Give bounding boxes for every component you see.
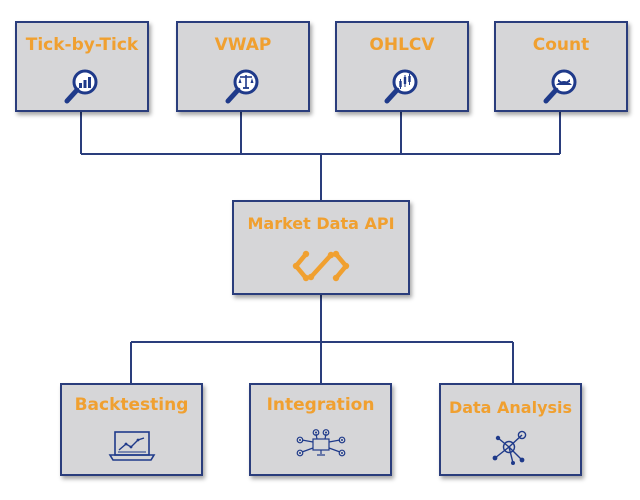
node-market-data-api: Market Data API [232, 200, 410, 295]
node-label: Backtesting [74, 395, 189, 415]
laptop-chart-icon [108, 429, 156, 467]
node-integration: Integration [249, 383, 392, 476]
node-tick-by-tick: Tick-by-Tick [15, 21, 149, 112]
node-label: VWAP [214, 35, 272, 55]
node-label: OHLCV [369, 35, 435, 55]
node-label: Data Analysis [448, 398, 573, 417]
magnifier-count-icon [541, 67, 581, 111]
node-label: Integration [266, 395, 375, 415]
monitor-network-icon [293, 429, 349, 469]
node-vwap: VWAP [176, 21, 310, 112]
magnifier-candles-icon [382, 67, 422, 111]
magnifier-chart-icon [62, 67, 102, 111]
node-label: Market Data API [247, 214, 395, 233]
node-backtesting: Backtesting [60, 383, 203, 476]
magnifier-scales-icon [223, 67, 263, 111]
node-count: Count [494, 21, 628, 112]
network-nodes-icon [491, 429, 531, 471]
node-label: Count [532, 35, 590, 55]
api-code-icon [291, 249, 351, 287]
node-data-analysis: Data Analysis [439, 383, 582, 476]
node-label: Tick-by-Tick [25, 35, 139, 55]
node-ohlcv: OHLCV [335, 21, 469, 112]
